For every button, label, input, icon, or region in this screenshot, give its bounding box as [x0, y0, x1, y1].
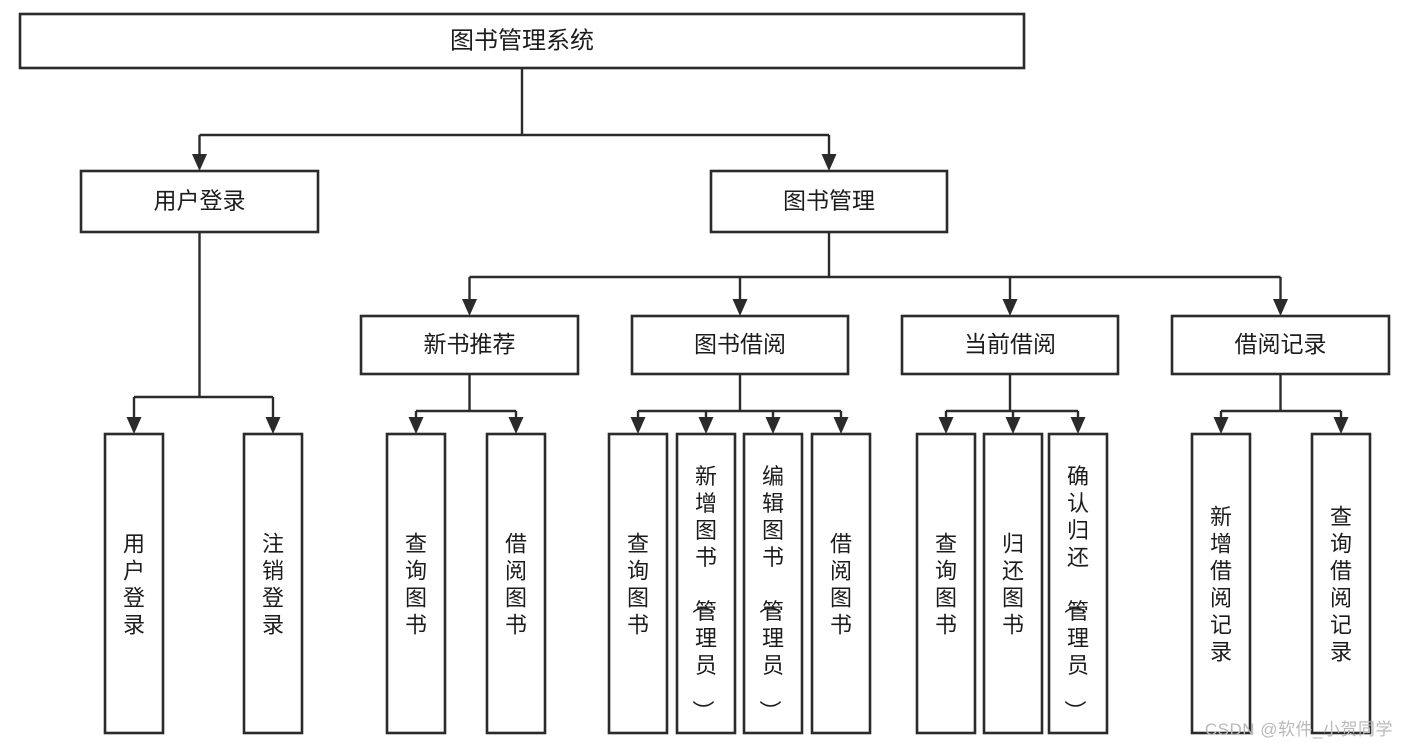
node-new-book-recommend-rect — [359, 314, 580, 376]
node-book-borrow-rect — [630, 314, 850, 376]
node-current-borrow-label: 当前借阅 — [964, 331, 1056, 357]
node-layer: 图书管理系统用户登录图书管理新书推荐图书借阅当前借阅借阅记录用户登录注销登录查询… — [18, 12, 1391, 735]
arrowhead-icon — [698, 417, 714, 434]
node-leaf-add-record-label: 新增借阅记录 — [1210, 505, 1232, 665]
node-leaf-add-book-rect — [675, 432, 737, 735]
node-leaf-add-record-rect — [1190, 432, 1252, 735]
node-root-book-management-system[interactable]: 图书管理系统 — [18, 12, 1026, 70]
node-leaf-logout-login-label: 注销登录 — [262, 532, 284, 638]
arrowhead-icon — [408, 417, 424, 434]
node-user-login-label: 用户登录 — [154, 188, 246, 214]
node-leaf-query-book-3[interactable]: 查询图书 — [915, 432, 977, 735]
node-new-book-recommend-label: 新书推荐 — [424, 331, 516, 357]
arrowhead-icon — [1005, 417, 1021, 434]
node-leaf-borrow-book-2[interactable]: 借阅图书 — [810, 432, 872, 735]
arrowhead-icon — [732, 299, 748, 316]
node-leaf-logout-login[interactable]: 注销登录 — [242, 432, 304, 735]
node-leaf-return-book-label: 归还图书 — [1002, 532, 1024, 638]
node-new-book-recommend[interactable]: 新书推荐 — [359, 314, 580, 376]
node-borrow-record-rect — [1170, 314, 1391, 376]
node-leaf-borrow-book-1-label: 借阅图书 — [505, 532, 527, 638]
arrowhead-icon — [1070, 417, 1086, 434]
node-leaf-query-book-2[interactable]: 查询图书 — [607, 432, 669, 735]
arrowhead-icon — [126, 417, 142, 434]
node-leaf-return-book-rect — [982, 432, 1044, 735]
node-leaf-query-record-rect — [1310, 432, 1372, 735]
node-leaf-edit-book[interactable]: 编辑图书（管理员） — [742, 432, 804, 735]
node-book-manage-label: 图书管理 — [783, 188, 875, 214]
connector-layer — [126, 68, 1349, 434]
node-leaf-logout-login-rect — [242, 432, 304, 735]
node-leaf-query-record-label: 查询借阅记录 — [1330, 505, 1352, 665]
node-leaf-query-book-2-label: 查询图书 — [627, 532, 649, 638]
node-borrow-record-label: 借阅记录 — [1235, 331, 1327, 357]
arrowhead-icon — [1002, 299, 1018, 316]
arrowhead-icon — [630, 417, 646, 434]
node-leaf-query-book-1-label: 查询图书 — [405, 532, 427, 638]
node-current-borrow-rect — [900, 314, 1120, 376]
node-leaf-edit-book-rect — [742, 432, 804, 735]
node-leaf-query-book-1-rect — [385, 432, 447, 735]
node-leaf-borrow-book-2-rect — [810, 432, 872, 735]
node-user-login[interactable]: 用户登录 — [79, 169, 320, 234]
node-leaf-user-login[interactable]: 用户登录 — [103, 432, 165, 735]
node-leaf-borrow-book-1[interactable]: 借阅图书 — [485, 432, 547, 735]
arrowhead-icon — [765, 417, 781, 434]
node-book-borrow[interactable]: 图书借阅 — [630, 314, 850, 376]
node-leaf-confirm-return-label: 确认归还（管理员） — [1062, 464, 1089, 722]
arrowhead-icon — [192, 154, 207, 171]
node-leaf-return-book[interactable]: 归还图书 — [982, 432, 1044, 735]
node-leaf-user-login-label: 用户登录 — [123, 532, 145, 638]
node-leaf-add-book-label: 新增图书（管理员） — [690, 464, 717, 722]
node-root-label: 图书管理系统 — [450, 27, 594, 54]
node-book-borrow-label: 图书借阅 — [694, 331, 786, 357]
arrowhead-icon — [1213, 417, 1229, 434]
node-leaf-add-record[interactable]: 新增借阅记录 — [1190, 432, 1252, 735]
node-book-manage[interactable]: 图书管理 — [709, 169, 949, 234]
node-leaf-confirm-return-rect — [1047, 432, 1109, 735]
node-leaf-query-book-1[interactable]: 查询图书 — [385, 432, 447, 735]
arrowhead-icon — [508, 417, 524, 434]
node-leaf-add-book[interactable]: 新增图书（管理员） — [675, 432, 737, 735]
arrowhead-icon — [265, 417, 281, 434]
arrowhead-icon — [833, 417, 849, 434]
arrowhead-icon — [938, 417, 954, 434]
node-book-manage-rect — [709, 169, 949, 234]
node-leaf-query-record[interactable]: 查询借阅记录 — [1310, 432, 1372, 735]
node-user-login-rect — [79, 169, 320, 234]
node-leaf-edit-book-label: 编辑图书（管理员） — [757, 464, 784, 722]
node-leaf-borrow-book-1-rect — [485, 432, 547, 735]
arrowhead-icon — [821, 154, 837, 171]
node-leaf-confirm-return[interactable]: 确认归还（管理员） — [1047, 432, 1109, 735]
node-leaf-borrow-book-2-label: 借阅图书 — [830, 532, 852, 638]
node-leaf-query-book-3-rect — [915, 432, 977, 735]
node-leaf-query-book-3-label: 查询图书 — [935, 532, 957, 638]
arrowhead-icon — [1333, 417, 1349, 434]
arrowhead-icon — [462, 299, 477, 316]
node-leaf-query-book-2-rect — [607, 432, 669, 735]
node-leaf-user-login-rect — [103, 432, 165, 735]
node-borrow-record[interactable]: 借阅记录 — [1170, 314, 1391, 376]
node-root-book-management-system-rect — [18, 12, 1026, 70]
arrowhead-icon — [1273, 299, 1288, 316]
node-current-borrow[interactable]: 当前借阅 — [900, 314, 1120, 376]
